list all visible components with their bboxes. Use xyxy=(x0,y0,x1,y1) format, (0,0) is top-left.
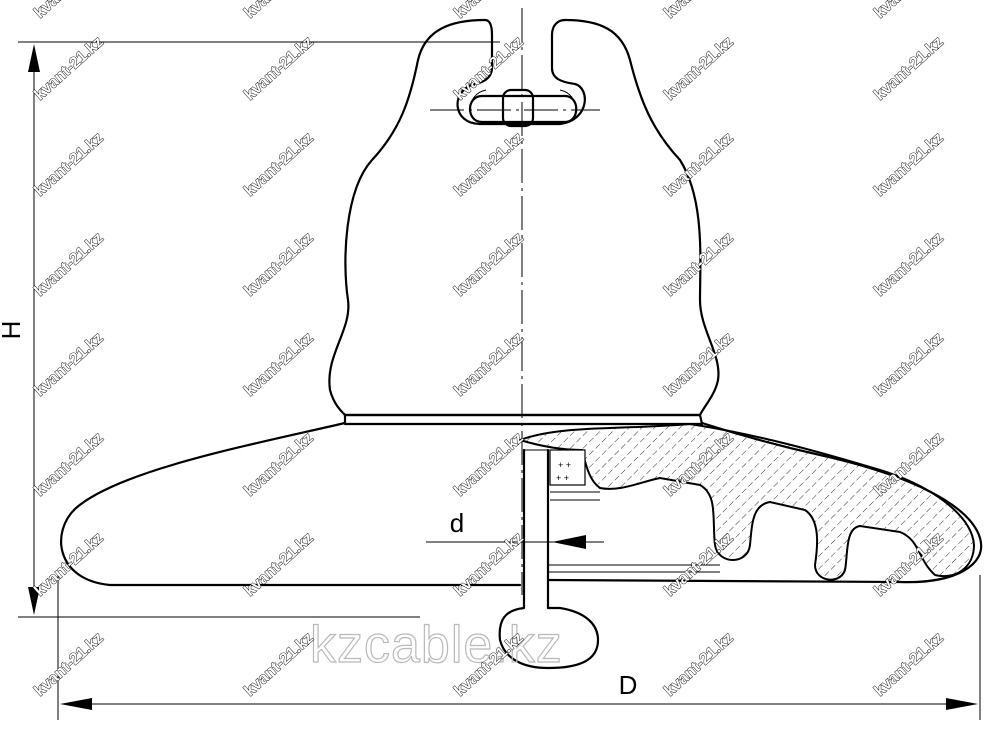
watermark-text: kvant-21.kz xyxy=(661,629,736,699)
watermark-text: kvant-21.kz xyxy=(31,33,106,103)
watermark-text: kvant-21.kz xyxy=(241,329,316,399)
watermark-text: kvant-21.kz xyxy=(31,429,106,499)
shed-cross-section xyxy=(516,422,976,581)
svg-text:+ +: + + xyxy=(558,460,571,470)
watermark-text: kvant-21.kz xyxy=(241,629,316,699)
watermark-text: kvant-21.kz xyxy=(31,529,106,599)
watermark-text: kvant-21.kz xyxy=(451,0,526,22)
watermark-text: kvant-21.kz xyxy=(451,33,526,103)
watermark-text: kvant-21.kz xyxy=(871,329,946,399)
cement-ring xyxy=(343,413,704,426)
diameter-label: D xyxy=(619,670,638,700)
watermark-text: kvant-21.kz xyxy=(871,33,946,103)
watermark-text: kvant-21.kz xyxy=(241,529,316,599)
watermark-text: kvant-21.kz xyxy=(241,33,316,103)
watermark-text: kvant-21.kz xyxy=(31,0,106,22)
svg-text:+ +: + + xyxy=(556,473,569,483)
watermark-text: kvant-21.kz xyxy=(871,0,946,22)
watermark-layer: kvant-21.kz kvant-21.kz kvant-21.kz kvant-2… xyxy=(31,0,947,700)
watermark-text: kvant-21.kz xyxy=(451,129,526,199)
watermark-text: kvant-21.kz xyxy=(241,229,316,299)
watermark-text: kvant-21.kz xyxy=(661,33,736,103)
watermark-text: kvant-21.kz xyxy=(661,129,736,199)
pin-ball xyxy=(501,88,535,128)
socket-opening xyxy=(468,94,578,124)
watermark-text: kvant-21.kz xyxy=(31,329,106,399)
watermark-text: kvant-21.kz xyxy=(31,229,106,299)
watermark-text: kvant-21.kz xyxy=(241,129,316,199)
watermark-text: kvant-21.kz xyxy=(451,529,526,599)
watermark-text: kvant-21.kz xyxy=(31,629,106,699)
watermark-text: kvant-21.kz xyxy=(661,329,736,399)
height-label: H xyxy=(0,321,26,340)
watermark-text: kvant-21.kz xyxy=(871,129,946,199)
insulator-pin xyxy=(498,448,600,670)
insulator-cap xyxy=(328,18,720,417)
site-watermark: kzcable.kz xyxy=(310,616,563,674)
watermark-text: kvant-21.kz xyxy=(451,229,526,299)
watermark-text: kvant-21.kz xyxy=(241,0,316,22)
watermark-text: kvant-21.kz xyxy=(241,429,316,499)
pin-diameter-label: d xyxy=(450,508,464,538)
watermark-text: kvant-21.kz xyxy=(451,329,526,399)
watermark-text: kvant-21.kz xyxy=(661,0,736,22)
dimension-lines xyxy=(18,41,981,720)
watermark-text: kvant-21.kz xyxy=(31,129,106,199)
watermark-text: kvant-21.kz xyxy=(871,229,946,299)
watermark-text: kvant-21.kz xyxy=(451,429,526,499)
watermark-text: kvant-21.kz xyxy=(871,629,946,699)
insulator-shed xyxy=(60,421,522,587)
